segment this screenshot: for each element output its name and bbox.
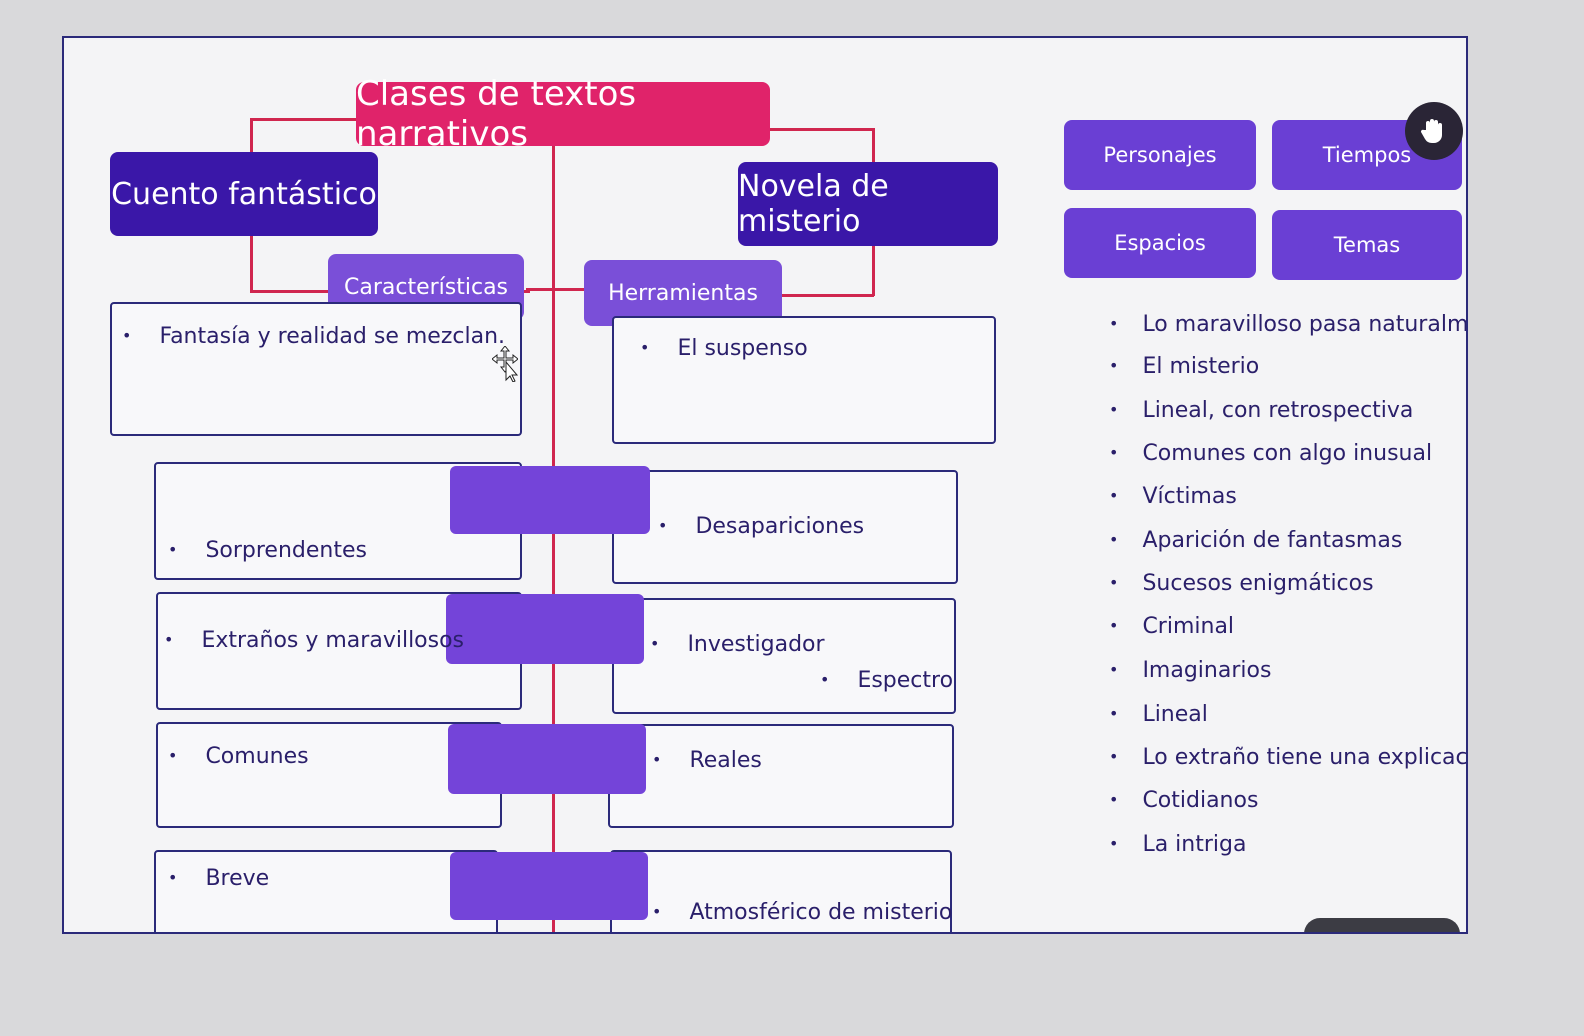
placed-item[interactable]: Atmosférico de misterio: [652, 900, 952, 925]
move-cursor-icon: [491, 345, 519, 383]
drop-slot-right-4[interactable]: [608, 724, 954, 828]
drop-slot-left-1[interactable]: [110, 302, 522, 436]
drop-slot-left-4[interactable]: [156, 722, 502, 828]
connector: [770, 128, 874, 131]
placed-item[interactable]: Comunes: [168, 744, 308, 769]
connector: [250, 118, 358, 121]
right-branch-label: Novela de misterio: [738, 162, 998, 246]
placed-item[interactable]: Sorprendentes: [168, 538, 367, 563]
activity-canvas: Clases de textos narrativos Cuento fantá…: [62, 36, 1468, 934]
placed-item[interactable]: Fantasía y realidad se mezclan.: [122, 324, 505, 349]
corner-control[interactable]: [1304, 918, 1460, 932]
draggable-option[interactable]: Lo maravilloso pasa naturalmente.: [1109, 312, 1466, 337]
placed-item[interactable]: Espectro: [820, 668, 953, 693]
placed-item[interactable]: Reales: [652, 748, 761, 773]
draggable-option[interactable]: Comunes con algo inusual: [1109, 441, 1432, 466]
hand-grab-icon: [1405, 102, 1463, 160]
placed-item[interactable]: Investigador: [650, 632, 824, 657]
draggable-option[interactable]: El misterio: [1109, 354, 1259, 379]
chip-temas[interactable]: Temas: [1272, 210, 1462, 280]
draggable-option[interactable]: Lineal: [1109, 702, 1207, 727]
empty-category-slot-1[interactable]: [450, 466, 650, 534]
draggable-option[interactable]: Imaginarios: [1109, 658, 1271, 683]
placed-item[interactable]: Breve: [168, 866, 269, 891]
placed-item[interactable]: El suspenso: [640, 336, 807, 361]
draggable-option[interactable]: Cotidianos: [1109, 788, 1258, 813]
placed-item[interactable]: Extraños y maravillosos: [164, 628, 464, 653]
connector: [764, 294, 874, 297]
right-sub-label: Herramientas: [584, 260, 782, 326]
connector: [526, 288, 586, 291]
drop-slot-left-5[interactable]: [154, 850, 498, 932]
draggable-option[interactable]: Criminal: [1109, 614, 1234, 639]
placed-item[interactable]: Desapariciones: [658, 514, 864, 539]
main-trunk: [552, 142, 555, 932]
empty-category-slot-3[interactable]: [448, 724, 646, 794]
draggable-option[interactable]: Sucesos enigmáticos: [1109, 571, 1373, 596]
draggable-option[interactable]: Lineal, con retrospectiva: [1109, 398, 1413, 423]
chip-espacios[interactable]: Espacios: [1064, 208, 1256, 278]
diagram-title: Clases de textos narrativos: [356, 74, 770, 154]
draggable-option[interactable]: Víctimas: [1109, 484, 1236, 509]
empty-category-slot-4[interactable]: [450, 852, 648, 920]
empty-category-slot-2[interactable]: [446, 594, 644, 664]
chip-personajes[interactable]: Personajes: [1064, 120, 1256, 190]
left-branch-label: Cuento fantástico: [110, 152, 378, 236]
draggable-option[interactable]: La intriga: [1109, 832, 1246, 857]
draggable-option[interactable]: Lo extraño tiene una explicación.: [1109, 745, 1466, 770]
draggable-option[interactable]: Aparición de fantasmas: [1109, 528, 1402, 553]
